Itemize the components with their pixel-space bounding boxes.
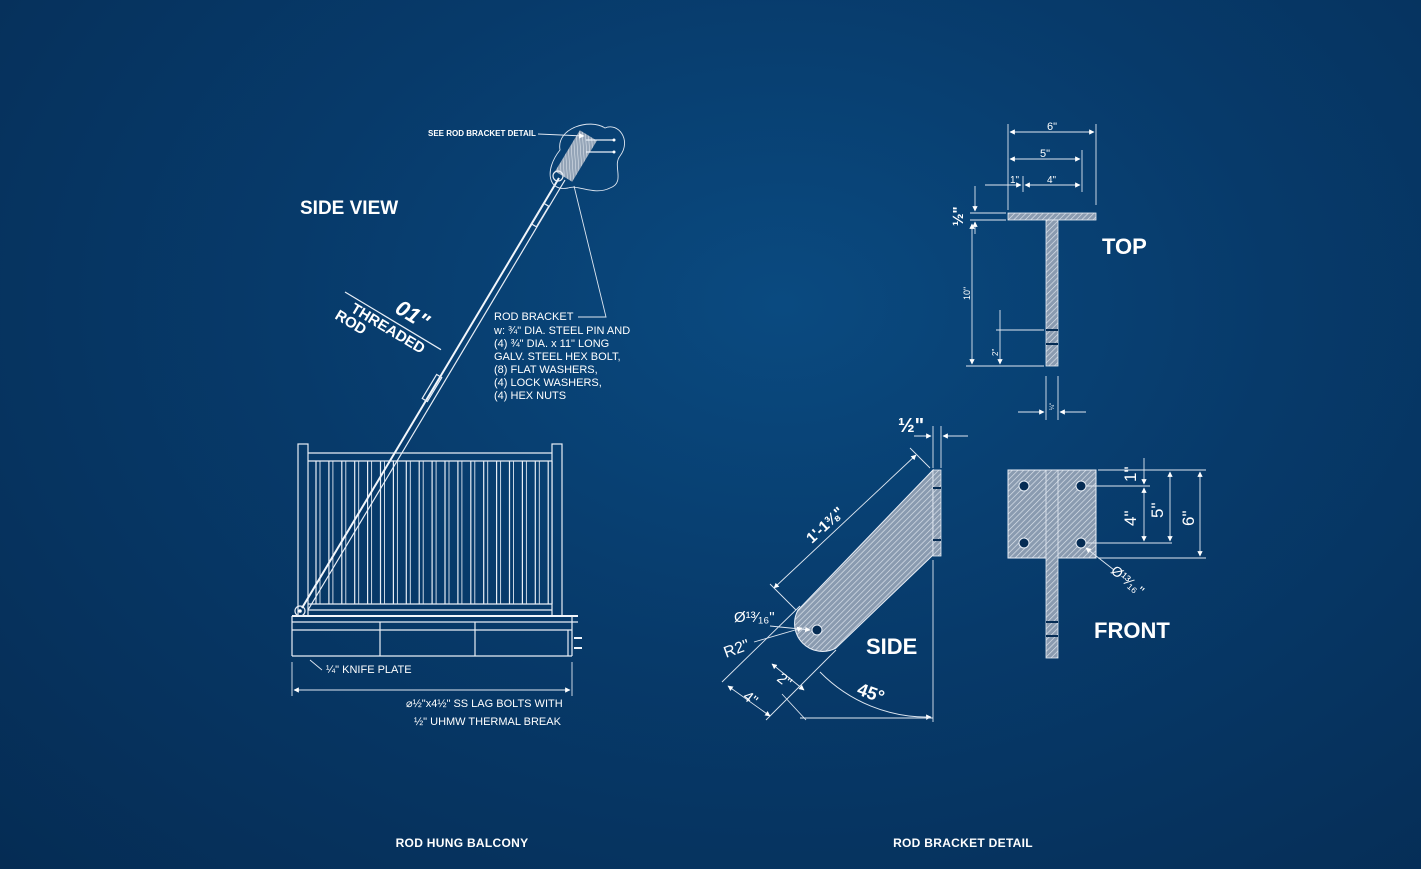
front-view-drawing: 1" 4" 5" 6" Ø¹³⁄₁₆" FRONT (1007, 458, 1206, 659)
top-dim-1: 1" (1010, 175, 1020, 186)
side-detail-drawing: ½" 1'-1⅜" Ø¹³⁄₁₆" R2" 4" 2" 45° SIDE (722, 415, 968, 722)
bracket-note-line: GALV. STEEL HEX BOLT, (494, 351, 621, 363)
front-view-title: FRONT (1094, 618, 1170, 643)
top-view-title: TOP (1102, 234, 1147, 259)
front-dim-5: 5" (1148, 503, 1167, 519)
caption-rod-bracket-detail: ROD BRACKET DETAIL (893, 836, 1033, 850)
top-dim-4: 4" (1047, 175, 1057, 186)
side-dim-4: 4" (740, 688, 761, 710)
side-dim-radius: R2" (722, 637, 752, 662)
side-dim-hole: Ø¹³⁄₁₆" (734, 609, 775, 626)
top-dim-5: 5" (1040, 148, 1050, 160)
rod-bracket-bubble (549, 123, 625, 192)
side-dim-2: 2" (774, 670, 795, 692)
side-detail-title: SIDE (866, 634, 917, 659)
bracket-note-line: (8) FLAT WASHERS, (494, 364, 598, 376)
top-view-drawing: 6" 5" 1" 4" ½" 10" 2" ¼" TOP (950, 121, 1147, 420)
threaded-rod (301, 177, 566, 611)
side-view-drawing: SIDE VIEW (291, 123, 630, 728)
knife-plate-label: ¼" KNIFE PLATE (326, 664, 412, 676)
top-dim-10: 10" (962, 287, 972, 300)
railing-pickets (315, 461, 553, 604)
top-dim-quarter: ¼" (1050, 403, 1056, 410)
caption-rod-hung-balcony: ROD HUNG BALCONY (395, 836, 529, 850)
bracket-note-line: w: ¾" DIA. STEEL PIN AND (493, 325, 630, 337)
front-dim-hole: Ø¹³⁄₁₆" (1108, 562, 1147, 599)
front-dim-6: 6" (1179, 511, 1198, 527)
see-detail-leader (537, 133, 585, 139)
deck-structure (291, 605, 582, 657)
side-dim-half: ½" (898, 415, 924, 437)
railing-frame (297, 443, 563, 617)
lag-bolt-label-1: ⌀½"x4½" SS LAG BOLTS WITH (406, 698, 563, 710)
front-dim-1: 1" (1121, 467, 1140, 483)
side-angle: 45° (855, 679, 887, 707)
lag-bolt-label-2: ½" UHMW THERMAL BREAK (414, 716, 562, 728)
top-dim-2: 2" (991, 349, 1000, 356)
see-detail-note: SEE ROD BRACKET DETAIL (428, 129, 536, 138)
top-dim-half: ½" (950, 206, 967, 226)
top-dim-6: 6" (1047, 121, 1057, 133)
side-view-title: SIDE VIEW (300, 198, 398, 219)
bracket-note-line: (4) HEX NUTS (494, 390, 566, 402)
knife-plate-leader (309, 659, 323, 671)
bracket-note-line: (4) LOCK WASHERS, (494, 377, 602, 389)
bracket-note-line: (4) ¾" DIA. x 11" LONG (494, 338, 609, 350)
bracket-note: ROD BRACKET w: ¾" DIA. STEEL PIN AND (4)… (493, 185, 630, 402)
bracket-note-line: ROD BRACKET (494, 311, 574, 323)
front-dim-4: 4" (1121, 511, 1140, 527)
